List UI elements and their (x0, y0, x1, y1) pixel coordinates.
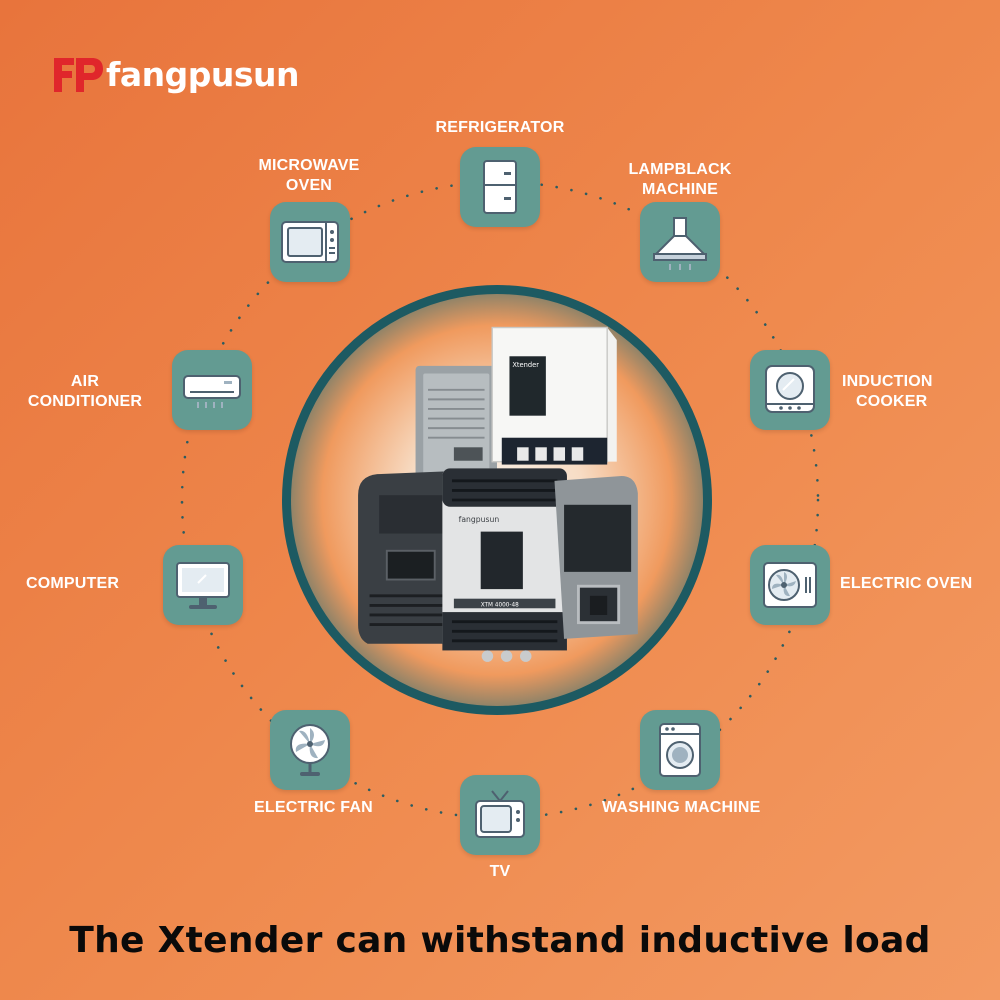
tv-icon (475, 790, 525, 838)
label-computer: COMPUTER (26, 575, 120, 592)
inverter-dark-unit (358, 471, 459, 644)
svg-text:fangpusun: fangpusun (459, 515, 500, 524)
computer-icon (176, 562, 230, 609)
appliance-tile-computer (163, 545, 243, 625)
electric-oven-icon (763, 562, 817, 608)
inverter-grey-unit (554, 476, 638, 639)
label-electric-oven: ELECTRIC OVEN (840, 575, 973, 592)
svg-text:XTM 4000-48: XTM 4000-48 (481, 602, 519, 608)
label-air-conditioner: AIR CONDITIONER (27, 373, 143, 410)
label-microwave-oven: MICROWAVE OVEN (258, 157, 360, 194)
appliance-tile-electric-oven (750, 545, 830, 625)
appliance-tile-lampblack-machine (640, 202, 720, 282)
inverter-group-image: Xtender fangpusun XTM 4000-48 (358, 326, 638, 662)
appliance-tile-electric-fan (270, 710, 350, 790)
appliance-tile-induction-cooker (750, 350, 830, 430)
brand-logo: FP fangpusun (52, 52, 299, 96)
air-conditioner-icon (183, 375, 241, 408)
product-hub: Xtender fangpusun XTM 4000-48 (282, 285, 712, 715)
label-lampblack-machine: LAMPBLACK MACHINE (628, 161, 732, 198)
svg-text:Xtender: Xtender (512, 361, 539, 369)
range-hood-icon (653, 217, 707, 270)
inverter-silver-unit (415, 365, 497, 486)
microwave-icon (281, 221, 339, 263)
inverter-white-unit: Xtender (491, 326, 617, 465)
label-induction-cooker: INDUCTION COOKER (842, 373, 933, 410)
label-electric-fan: ELECTRIC FAN (254, 799, 373, 816)
refrigerator-icon (483, 160, 517, 214)
label-tv: TV (489, 863, 511, 880)
washing-machine-icon (659, 723, 701, 777)
appliance-tile-microwave-oven (270, 202, 350, 282)
appliance-tile-refrigerator (460, 147, 540, 227)
appliance-tile-air-conditioner (172, 350, 252, 430)
label-washing-machine: WASHING MACHINE (602, 799, 761, 816)
fp-logo-mark-icon: FP (54, 58, 103, 92)
caption: The Xtender can withstand inductive load (69, 920, 931, 961)
inverter-main-unit: fangpusun XTM 4000-48 (442, 468, 567, 662)
appliance-tile-washing-machine (640, 710, 720, 790)
brand-name: fangpusun (106, 54, 299, 94)
label-refrigerator: REFRIGERATOR (435, 119, 565, 136)
appliance-tile-tv (460, 775, 540, 855)
electric-fan-icon (290, 724, 330, 776)
induction-cooker-icon (765, 365, 815, 413)
